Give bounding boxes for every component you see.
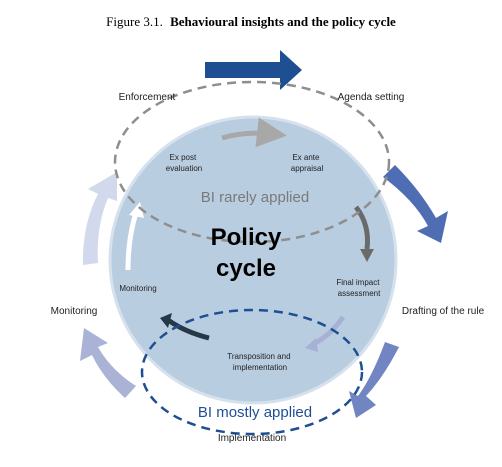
stage-agenda-setting: Agenda setting	[338, 92, 405, 103]
inner-arrow-bottom-right-head	[305, 338, 318, 352]
inner-arrow-right-head	[360, 249, 374, 262]
inner-arrow-left-head	[129, 202, 144, 218]
inner-arrow-bottom-left-head	[160, 313, 172, 328]
arrow-right-lower	[349, 342, 399, 418]
inner-arrow-right	[353, 205, 370, 250]
zone-mostly-label: BI mostly applied	[198, 404, 312, 421]
stage-enforcement: Enforcement	[119, 92, 176, 103]
inner-arrow-bottom-left	[166, 317, 210, 341]
stage-drafting: Drafting of the rule	[402, 306, 485, 317]
stage-monitoring: Monitoring	[51, 306, 98, 317]
center-policy: Policy	[211, 224, 282, 251]
arrow-top	[205, 50, 302, 90]
arrow-left-lower	[80, 328, 136, 398]
inner-transposition: Transposition and implementation	[227, 352, 293, 372]
stage-implementation: Implementation	[218, 433, 286, 444]
center-cycle: cycle	[216, 255, 276, 282]
dashed-ellipse-mostly	[140, 308, 364, 436]
inner-arrow-left	[125, 212, 139, 271]
figure-label: Figure 3.1.	[106, 14, 163, 29]
inner-ex-post: Ex post evaluation	[166, 153, 202, 173]
inner-monitoring: Monitoring	[119, 284, 156, 293]
figure-title: Figure 3.1. Behavioural insights and the…	[106, 14, 396, 29]
zone-rarely-label: BI rarely applied	[201, 189, 309, 206]
inner-final-impact: Final impact assessment	[336, 278, 381, 298]
inner-ex-ante: Ex ante appraisal	[291, 153, 324, 173]
dashed-ellipse-rarely	[113, 80, 391, 244]
inner-arrow-top	[221, 117, 287, 148]
policy-cycle-circle	[108, 115, 398, 405]
arrow-left-upper	[82, 172, 117, 265]
arrow-right-upper	[383, 165, 448, 243]
figure-title-bold: Behavioural insights and the policy cycl…	[170, 14, 396, 29]
